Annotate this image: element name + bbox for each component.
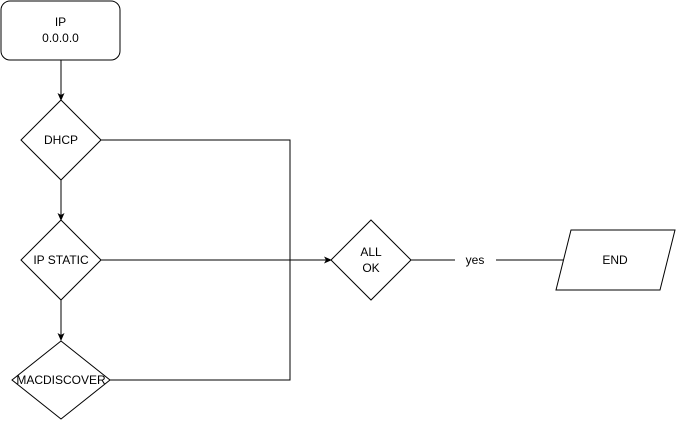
node-end-label: END	[602, 253, 628, 267]
edge-dhcp-to-merge	[101, 139, 291, 260]
node-all-ok-line1: ALL	[360, 245, 382, 259]
node-ip[interactable]: IP 0.0.0.0	[0, 0, 121, 61]
node-macdiscover[interactable]: MACDISCOVER	[11, 340, 111, 420]
node-all-ok[interactable]: ALL OK	[330, 219, 412, 301]
node-end[interactable]: END	[555, 229, 676, 291]
node-ip-static[interactable]: IP STATIC	[20, 219, 102, 301]
edge-yes-label: yes	[466, 253, 485, 267]
node-dhcp[interactable]: DHCP	[20, 99, 102, 181]
node-dhcp-label: DHCP	[44, 133, 78, 147]
node-all-ok-line2: OK	[362, 261, 379, 275]
node-ip-line2: 0.0.0.0	[42, 31, 79, 45]
node-ip-line1: IP	[55, 15, 66, 29]
node-macdiscover-label: MACDISCOVER	[16, 373, 106, 387]
node-ip-static-label: IP STATIC	[33, 253, 89, 267]
edge-macdiscover-to-merge	[110, 260, 291, 381]
